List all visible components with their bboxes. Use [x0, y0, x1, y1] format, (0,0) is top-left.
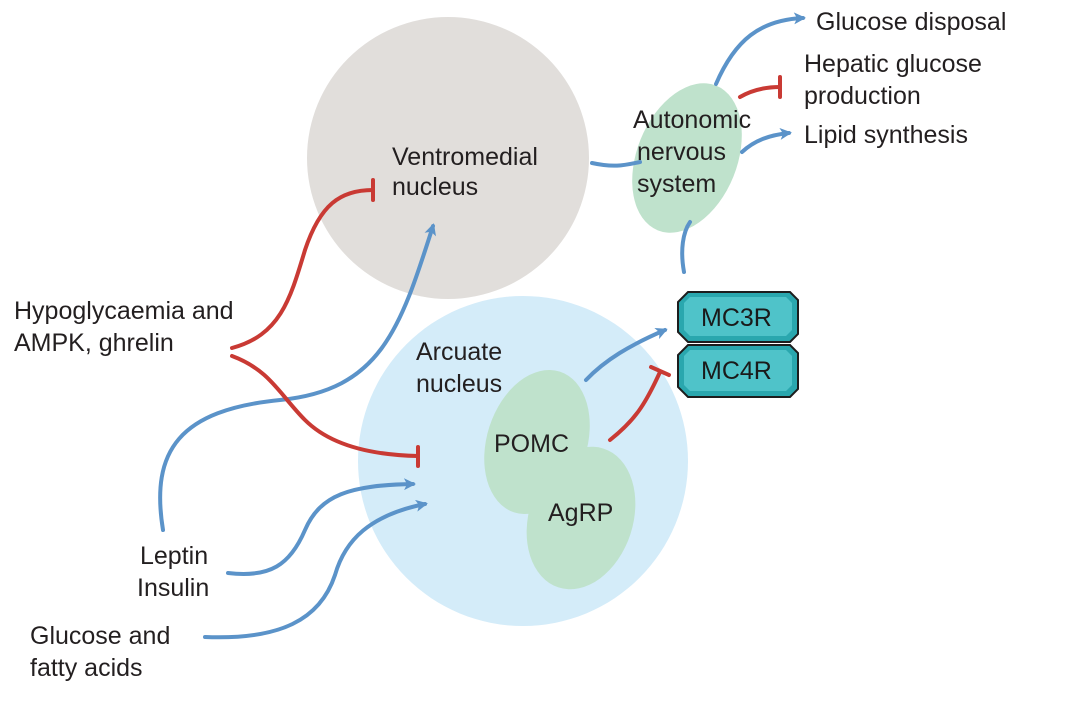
autonomic-to-lipid-synthesis-arrow	[740, 127, 792, 154]
mc3r-label: MC3R	[701, 304, 772, 332]
mc4r-label: MC4R	[701, 357, 772, 385]
agrp-neuron	[526, 446, 636, 590]
hypoglycaemia-label: Hypoglycaemia and AMPK, ghrelin	[14, 297, 241, 357]
agrp-to-mc4r-inhibition	[608, 370, 662, 442]
leptin-to-ventromedial-arrow	[158, 223, 436, 532]
lipid-synthesis-label: Lipid synthesis	[804, 121, 968, 149]
autonomic-label: Autonomic nervous system	[633, 106, 758, 198]
glucose-fatty-acids-label: Glucose and fatty acids	[30, 622, 177, 682]
ventromedial-to-autonomic-line	[590, 160, 642, 168]
leptin-to-arcuate-arrow	[226, 478, 416, 576]
hypoglycaemia-to-arcuate-inhibition	[230, 354, 420, 458]
autonomic-to-hepatic-inhibition	[738, 85, 782, 99]
autonomic-to-glucose-disposal-arrow	[714, 12, 806, 86]
glucose-disposal-label: Glucose disposal	[816, 8, 1006, 36]
agrp-label: AgRP	[548, 499, 613, 527]
mc4r-inhibition-bar	[649, 365, 671, 377]
pomc-label: POMC	[494, 430, 569, 458]
mc4r-receptor	[677, 344, 799, 398]
mc3r-receptor	[677, 291, 799, 343]
hypoglycaemia-to-ventromedial-inhibition	[230, 188, 375, 350]
leptin-insulin-label: Leptin Insulin	[137, 542, 215, 602]
autonomic-nervous-system-region	[632, 83, 742, 233]
pomc-to-mc3r-arrow	[584, 328, 668, 382]
hepatic-glucose-label: Hepatic glucose production	[804, 50, 989, 110]
receptor-to-autonomic-line	[680, 220, 692, 274]
ventromedial-label: Ventromedial nucleus	[392, 143, 545, 201]
arcuate-label: Arcuate nucleus	[416, 338, 509, 398]
glucose-to-arcuate-arrow	[203, 499, 428, 640]
ventromedial-nucleus-region	[307, 17, 589, 299]
